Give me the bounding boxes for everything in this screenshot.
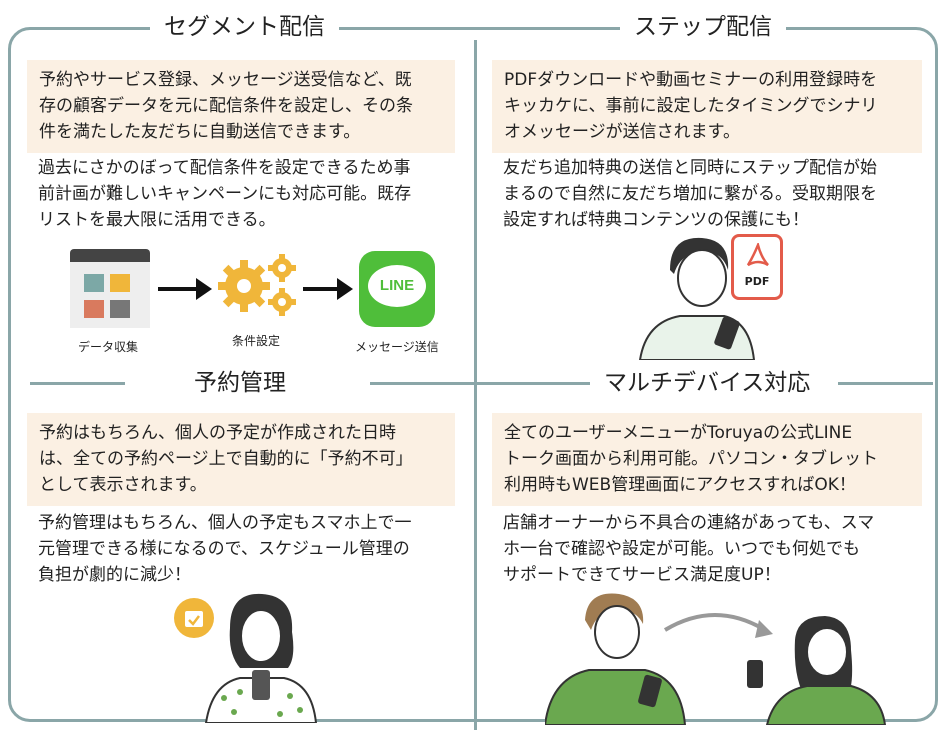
line-logo-icon: LINE xyxy=(359,251,435,327)
segment-highlight-line-3: 件を満たした友だちに自動送信できます。 xyxy=(39,122,361,142)
section-title-multidevice: マルチデバイス対応 xyxy=(590,368,825,398)
line-logo-text: LINE xyxy=(379,277,415,294)
flow-step-3-label: メッセージ送信 xyxy=(355,340,439,354)
multidevice-highlight-line-3: 利用時もWEB管理画面にアクセスすればOK！ xyxy=(504,475,856,495)
reservation-highlight-line-3: として表示されます。 xyxy=(39,475,207,495)
multidevice-body-line-1: 店舗オーナーから不具合の連絡があっても、スマ xyxy=(503,513,875,533)
multidevice-body-line-3: サポートできてサービス満足度UP！ xyxy=(503,565,781,585)
segment-body-line-3: リストを最大限に活用できる。 xyxy=(38,210,276,230)
horizontal-divider-left xyxy=(30,382,125,385)
segment-body: 過去にさかのぼって配信条件を設定できるため事 前計画が難しいキャンペーンにも対応… xyxy=(38,155,458,233)
step-body-line-3: 設定すれば特典コンテンツの保護にも！ xyxy=(503,210,809,230)
section-title-step: ステップ配信 xyxy=(620,12,786,42)
step-highlight-line-2: キッカケに、事前に設定したタイミングでシナリ xyxy=(504,96,878,116)
segment-highlight-box: 予約やサービス登録、メッセージ送受信など、既 存の顧客データを元に配信条件を設定… xyxy=(27,60,455,153)
flow-step-1-label: データ収集 xyxy=(78,340,139,354)
reservation-body: 予約管理はもちろん、個人の予定もスマホ上で一 元管理できる様になるので、スケジュ… xyxy=(38,510,458,588)
outer-frame xyxy=(8,27,938,722)
flow-arrow-2 xyxy=(303,287,339,291)
segment-highlight-line-2: 存の顧客データを元に配信条件を設定し、その条 xyxy=(39,96,413,116)
segment-highlight-line-1: 予約やサービス登録、メッセージ送受信など、既 xyxy=(39,70,412,90)
flow-arrowhead-2 xyxy=(337,278,353,300)
person-with-phone-illustration xyxy=(638,237,756,360)
horizontal-divider-right xyxy=(838,382,933,385)
reservation-highlight-line-2: は、全ての予約ページ上で自動的に「予約不可」 xyxy=(39,449,413,469)
segment-body-line-2: 前計画が難しいキャンペーンにも対応可能。既存 xyxy=(38,184,412,204)
step-highlight-box: PDFダウンロードや動画セミナーの利用登録時を キッカケに、事前に設定したタイミ… xyxy=(492,60,922,153)
section-title-segment: セグメント配信 xyxy=(150,12,339,42)
step-body-line-2: まるので自然に友だち増加に繋がる。受取期限を xyxy=(503,184,877,204)
pdf-icon: PDF xyxy=(731,234,783,300)
step-body-line-1: 友だち追加特典の送信と同時にステップ配信が始 xyxy=(503,158,877,178)
section-title-reservation: 予約管理 xyxy=(180,368,300,398)
woman-with-phone-illustration xyxy=(204,593,318,723)
step-body: 友だち追加特典の送信と同時にステップ配信が始 まるので自然に友だち増加に繋がる。… xyxy=(503,155,928,233)
multidevice-body: 店舗オーナーから不具合の連絡があっても、スマ ホ一台で確認や設定が可能。いつでも… xyxy=(503,510,928,588)
calendar-check-icon xyxy=(174,598,214,638)
segment-body-line-1: 過去にさかのぼって配信条件を設定できるため事 xyxy=(38,158,411,178)
flow-arrow-1 xyxy=(158,287,198,291)
reservation-body-line-3: 負担が劇的に減少！ xyxy=(38,565,191,585)
reservation-body-line-2: 元管理できる様になるので、スケジュール管理の xyxy=(38,539,410,559)
pdf-label: PDF xyxy=(744,275,770,288)
multidevice-highlight-line-2: トーク画面から利用可能。パソコン・タブレット xyxy=(504,449,878,469)
step-highlight-line-1: PDFダウンロードや動画セミナーの利用登録時を xyxy=(504,70,878,90)
two-people-illustration xyxy=(545,593,887,725)
multidevice-highlight-box: 全てのユーザーメニューがToruyaの公式LINE トーク画面から利用可能。パソ… xyxy=(492,413,922,506)
horizontal-divider-center xyxy=(370,382,590,385)
step-highlight-line-3: オメッセージが送信されます。 xyxy=(504,122,740,142)
multidevice-highlight-line-1: 全てのユーザーメニューがToruyaの公式LINE xyxy=(504,423,853,443)
flow-arrowhead-1 xyxy=(196,278,212,300)
reservation-highlight-line-1: 予約はもちろん、個人の予定が作成された日時 xyxy=(39,423,396,443)
vertical-divider xyxy=(474,40,477,730)
reservation-body-line-1: 予約管理はもちろん、個人の予定もスマホ上で一 xyxy=(38,513,412,533)
multidevice-body-line-2: ホ一台で確認や設定が可能。いつでも何処でも xyxy=(503,539,860,559)
gear-icon xyxy=(218,254,296,316)
flow-step-2-label: 条件設定 xyxy=(232,334,281,348)
reservation-highlight-box: 予約はもちろん、個人の予定が作成された日時 は、全ての予約ページ上で自動的に「予… xyxy=(27,413,455,506)
